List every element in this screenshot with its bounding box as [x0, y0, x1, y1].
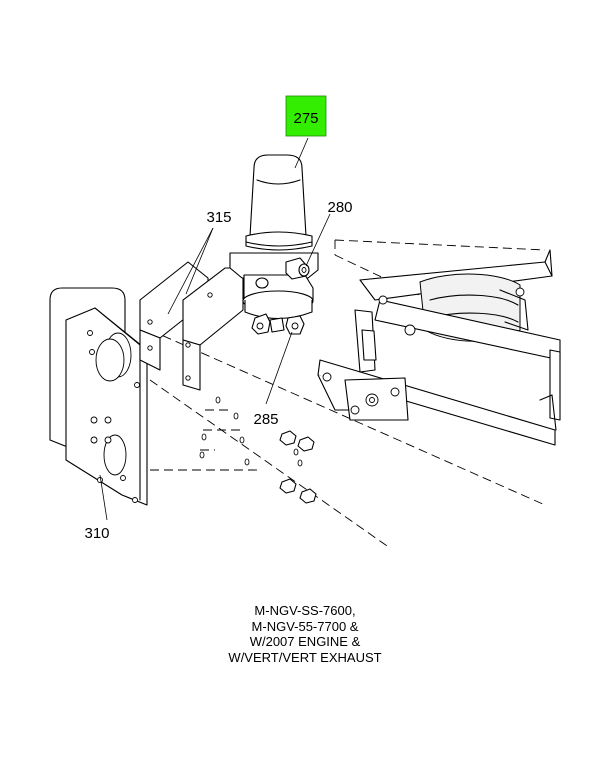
- rear-suspension-assembly: [317, 249, 561, 446]
- caption-line: M-NGV-55-7700 &: [251, 618, 359, 634]
- fitting-280: [285, 257, 310, 280]
- callout-280[interactable]: 280: [327, 199, 352, 216]
- leader-lines: [99, 137, 331, 521]
- callout-310[interactable]: 310: [84, 525, 109, 542]
- caption-line: W/VERT/VERT EXHAUST: [228, 649, 382, 665]
- filter-head: [229, 252, 319, 319]
- fittings-285: [251, 313, 305, 335]
- caption-line: W/2007 ENGINE &: [249, 634, 361, 649]
- callout-275-highlight: [285, 95, 327, 137]
- callout-275[interactable]: 275: [293, 110, 318, 127]
- filter-bowl-275: [245, 154, 313, 251]
- callout-285[interactable]: 285: [253, 411, 278, 428]
- mounting-plate-310: [49, 287, 148, 506]
- caption-line: M-NGV-SS-7600,: [254, 603, 356, 618]
- diagram-caption: M-NGV-SS-7600, M-NGV-55-7700 & W/2007 EN…: [150, 603, 460, 665]
- callout-315[interactable]: 315: [206, 209, 231, 226]
- hardware-nuts: [279, 430, 317, 504]
